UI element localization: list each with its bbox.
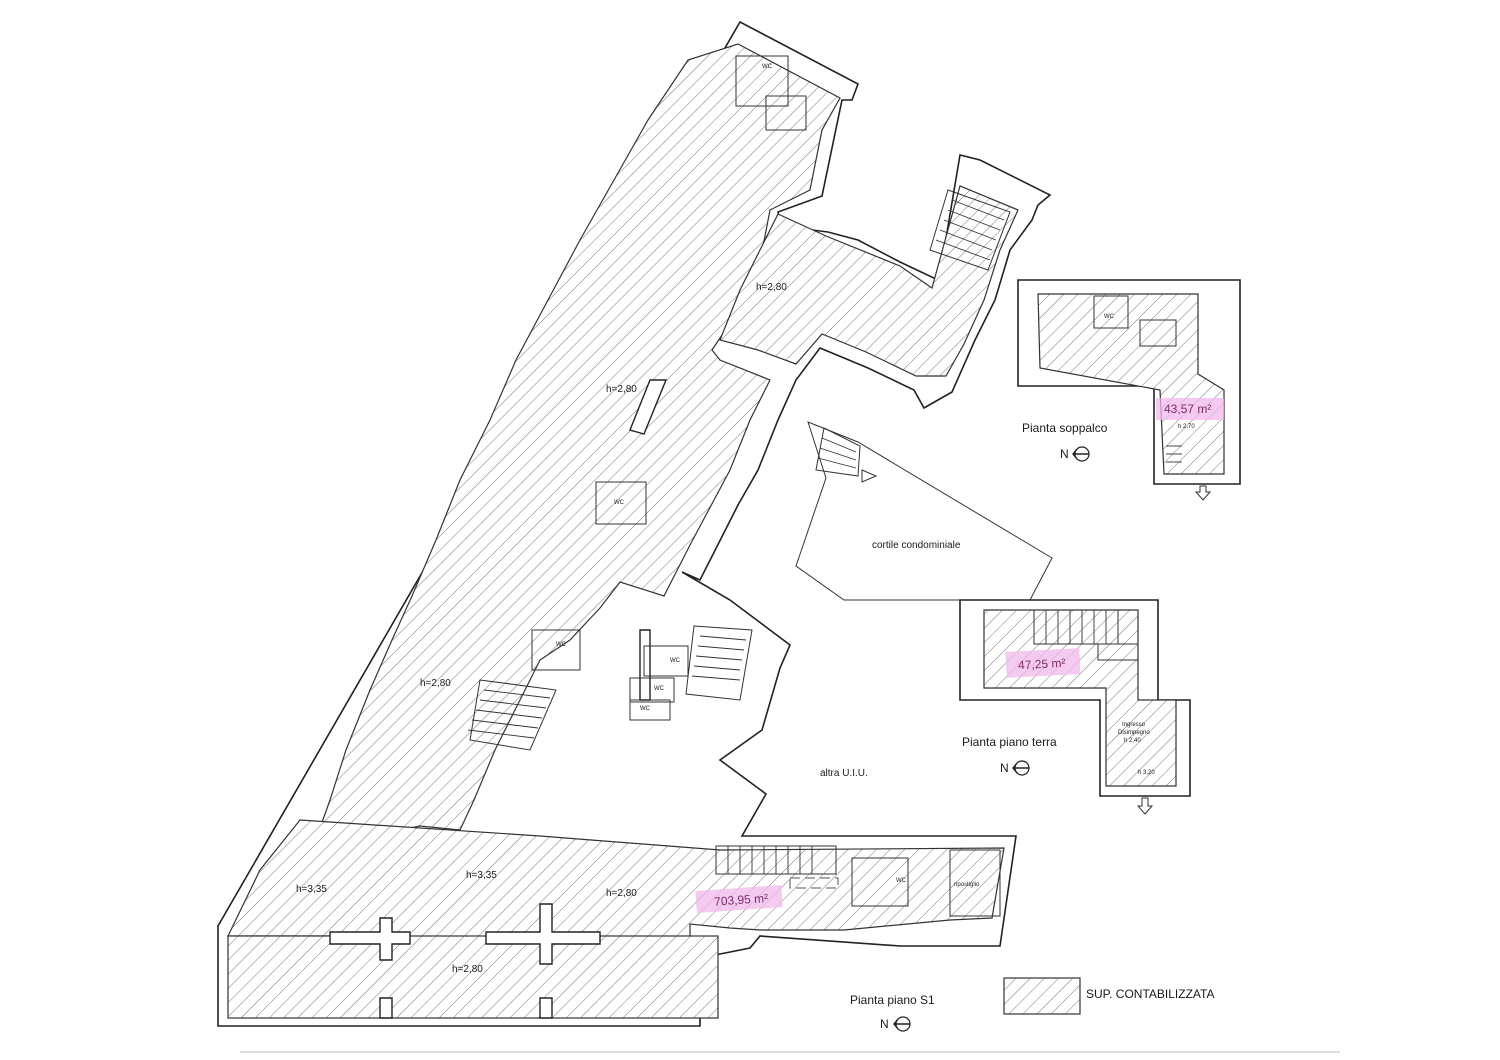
- courtyard-label: cortile condominiale: [872, 540, 961, 551]
- legend-label: SUP. CONTABILIZZATA: [1086, 987, 1214, 1001]
- s1-stairs-mid: [467, 625, 753, 751]
- s1-pillars: [329, 379, 668, 1019]
- s1-upper-right-wing: [719, 185, 1019, 377]
- s1-area-highlight: [695, 885, 783, 913]
- s1-wc-label-4: WC: [670, 658, 681, 664]
- s1-bottom-block: [227, 935, 719, 1019]
- soppalco-area-highlight: [1156, 398, 1224, 420]
- legend-hatch-swatch: [1003, 977, 1081, 1015]
- soppalco-height-label: h 2,70: [1178, 424, 1195, 430]
- terra-entrance-label-2: Disimpegno: [1118, 730, 1150, 736]
- plan-s1: h=2,80 h=2,80 h=2,80 h=3,35 h=3,35 h=2,8…: [217, 20, 1052, 1032]
- s1-wc-label-2: WC: [614, 500, 625, 506]
- legend: SUP. CONTABILIZZATA: [1003, 977, 1214, 1015]
- soppalco-north-arrow-icon: [1072, 446, 1090, 462]
- s1-north-arrow-icon: [893, 1016, 911, 1032]
- terra-north-arrow-icon: [1012, 760, 1030, 776]
- plan-soppalco: WC 43,57 m² h 2,70 Pianta soppalco N: [1017, 279, 1241, 501]
- terra-height-2: h 3,20: [1138, 770, 1155, 776]
- soppalco-stairs: [1166, 445, 1182, 463]
- soppalco-wc-label: WC: [1104, 314, 1115, 320]
- s1-wc-label-3: WC: [556, 642, 567, 648]
- plan-terra: 47,25 m² Ingresso Disimpegno h 2,40 h 3,…: [959, 599, 1191, 815]
- s1-ripostiglio-label: ripostiglio: [954, 882, 980, 888]
- soppalco-area-value: 43,57 m²: [1164, 402, 1211, 416]
- soppalco-title: Pianta soppalco: [1022, 421, 1108, 435]
- s1-area-value: 703,95 m²: [714, 891, 769, 909]
- s1-height-bottom-left: h=3,35: [296, 884, 327, 895]
- s1-stairs-top: [929, 189, 1011, 271]
- other-unit-label: altra U.I.U.: [820, 768, 868, 779]
- s1-height-upper: h=2,80: [606, 384, 637, 395]
- s1-height-upper-right: h=2,80: [756, 282, 787, 293]
- terra-entrance-label-1: Ingresso: [1122, 722, 1146, 728]
- courtyard: cortile condominiale: [795, 421, 1053, 601]
- terra-north-label: N: [1000, 761, 1009, 775]
- s1-height-bottom: h=2,80: [452, 964, 483, 975]
- terra-title: Pianta piano terra: [962, 735, 1057, 749]
- terra-entrance-height: h 2,40: [1124, 738, 1141, 744]
- soppalco-north-label: N: [1060, 447, 1069, 461]
- s1-stairs-bottom: [715, 845, 839, 889]
- s1-height-bottom-right: h=2,80: [606, 888, 637, 899]
- s1-height-middle: h=2,80: [420, 678, 451, 689]
- s1-height-bottom-center: h=3,35: [466, 870, 497, 881]
- s1-title: Pianta piano S1: [850, 993, 935, 1007]
- s1-wc-label-5: WC: [654, 686, 665, 692]
- terra-stairs: [1033, 609, 1139, 661]
- s1-wc-label-6: WC: [640, 706, 651, 712]
- s1-wc-label-1: WC: [762, 64, 773, 70]
- terra-area-value: 47,25 m²: [1018, 656, 1066, 672]
- s1-north-label: N: [880, 1017, 889, 1031]
- s1-wc-rooms: [531, 55, 1001, 917]
- s1-wc-label-7: WC: [896, 878, 907, 884]
- terra-area-highlight: [1005, 648, 1081, 678]
